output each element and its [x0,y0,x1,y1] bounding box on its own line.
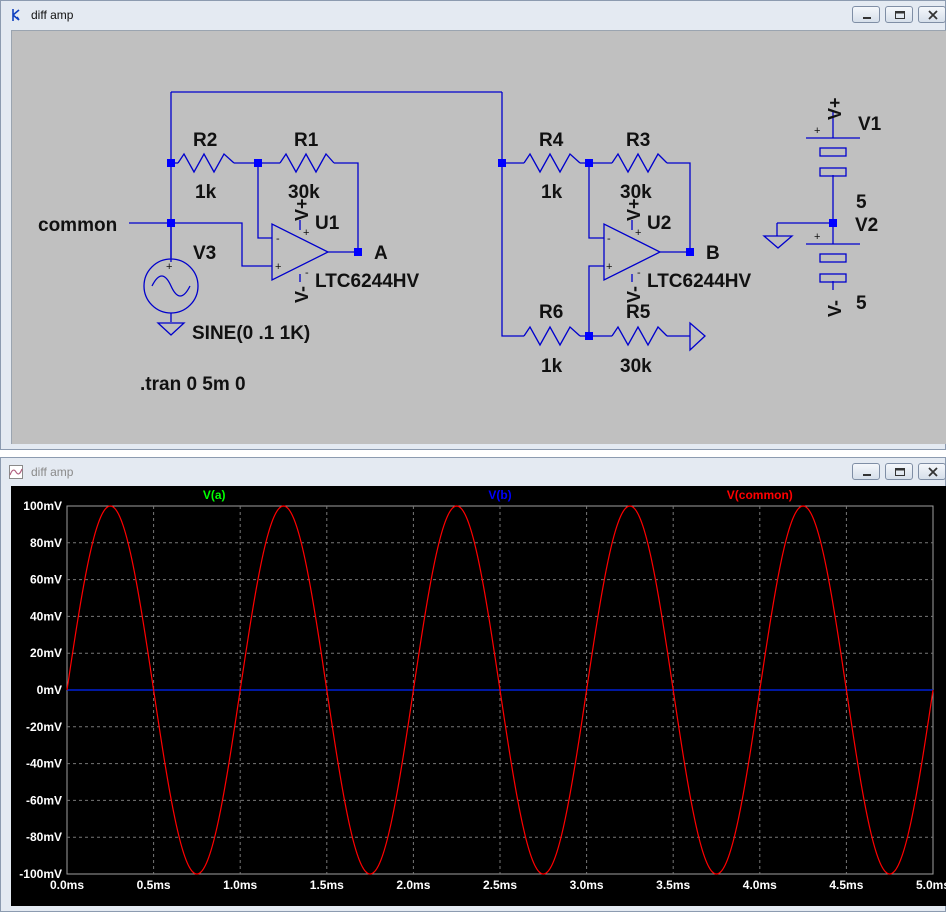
r5-label: R5 [626,302,651,323]
x-tick-label: 2.5ms [483,878,517,892]
waveform-chart[interactable]: 0.0ms 0.5ms 1.0ms 1.5ms 2.0ms 2.5ms 3.0ms 3.5ms… [11,486,946,906]
u1-minus-pin: - [276,233,280,245]
r1-label: R1 [294,130,319,151]
schematic-window-title: diff amp [31,8,74,22]
waveform-window: diff amp 0.0ms 0.5ms 1.0ms 1.5ms 2.0ms 2.5ms 3… [0,457,946,912]
maximize-button[interactable] [885,463,913,480]
x-tick-label: 4.5ms [829,878,863,892]
v2-label: V2 [855,215,878,236]
r4-value: 1k [541,182,563,203]
u2-vplus-pin: + [635,227,641,239]
x-tick-label: 3.0ms [570,878,604,892]
close-button[interactable] [918,463,946,480]
u1-vplus-pin: + [303,227,309,239]
r2-label: R2 [193,130,217,151]
y-tick-label: -80mV [26,830,62,844]
y-tick-label: -40mV [26,757,62,771]
v3-label: V3 [193,243,216,264]
ltspice-schematic-icon [12,9,20,21]
v2-value: 5 [856,293,867,314]
pin-markers: - + - + + - + - + + + [166,125,820,279]
x-tick-label: 1.5ms [310,878,344,892]
wire-junctions [167,159,837,340]
x-tick-label: 5.0ms [916,878,946,892]
minimize-button[interactable] [852,6,880,23]
u1-model: LTC6244HV [315,271,420,292]
legend-entry: V(common) [727,488,793,502]
waveform-window-title: diff amp [31,465,74,479]
waveform-titlebar[interactable]: diff amp [1,458,946,486]
schematic-titlebar[interactable]: diff amp [1,1,946,29]
u1-vminus-pin: - [305,267,309,279]
wires [129,91,860,352]
r2-value: 1k [195,182,217,203]
v3-plus-mark: + [166,261,172,273]
close-icon [928,10,938,20]
u2-plus-pin: + [606,261,612,273]
close-icon [928,467,938,477]
x-tick-label: 0.5ms [137,878,171,892]
supply-vplus-label: V+ [825,97,845,120]
y-tick-label: -60mV [26,793,62,807]
r3-label: R3 [626,130,650,151]
maximize-icon [895,468,905,476]
r5-value: 30k [620,356,652,377]
u1-plus-pin: + [275,261,281,273]
y-tick-label: 40mV [30,609,62,623]
x-tick-label: 1.0ms [223,878,257,892]
u2-vminus-pin: - [637,267,641,279]
minimize-button[interactable] [852,463,880,480]
v2-plus-mark: + [814,231,820,243]
v1-value: 5 [856,192,867,213]
r4-label: R4 [539,130,564,151]
u1-vminus-label: V- [292,286,312,303]
tran-directive: .tran 0 5m 0 [140,374,246,395]
u1-label: U1 [315,213,340,234]
u2-label: U2 [647,213,671,234]
y-tick-label: -20mV [26,720,62,734]
maximize-button[interactable] [885,6,913,23]
x-tick-label: 2.0ms [396,878,430,892]
x-tick-label: 4.0ms [743,878,777,892]
r3-value: 30k [620,182,652,203]
minimize-icon [863,474,871,476]
net-label-a: A [374,243,388,264]
r1-value: 30k [288,182,320,203]
y-tick-label: 60mV [30,573,62,587]
maximize-icon [895,11,905,19]
y-tick-label: -100mV [19,867,62,881]
trace-vcommon [66,505,934,875]
y-tick-label: 80mV [30,536,62,550]
u2-model: LTC6244HV [647,271,752,292]
v3-value: SINE(0 .1 1K) [192,323,310,344]
net-label-b: B [706,243,720,264]
y-tick-label: 20mV [30,646,62,660]
waveform-viewer-icon [9,465,23,479]
waveform-plot-area[interactable]: 0.0ms 0.5ms 1.0ms 1.5ms 2.0ms 2.5ms 3.0ms 3.5ms… [11,486,946,906]
r6-label: R6 [539,302,563,323]
r6-value: 1k [541,356,563,377]
close-button[interactable] [918,6,946,23]
y-tick-label: 0mV [37,683,62,697]
schematic-drawing: - + - + + - + - + + + common R2 1k R1 30… [38,91,882,395]
v1-plus-mark: + [814,125,820,137]
u2-minus-pin: - [607,233,611,245]
x-tick-label: 0.0ms [50,878,84,892]
u2-vminus-label: V- [624,286,644,303]
minimize-icon [863,17,871,19]
legend-entry: V(b) [488,488,511,502]
y-tick-label: 100mV [23,499,62,513]
legend-entry: V(a) [203,488,226,502]
u2-vplus-label: V+ [624,198,644,221]
u1-vplus-label: V+ [292,198,312,221]
schematic-canvas[interactable]: - + - + + - + - + + + common R2 1k R1 30… [11,30,946,444]
v1-label: V1 [858,114,882,135]
x-tick-label: 3.5ms [656,878,690,892]
net-label-common: common [38,215,117,236]
schematic-window: diff amp [0,0,946,450]
supply-vminus-label: V- [825,300,845,317]
